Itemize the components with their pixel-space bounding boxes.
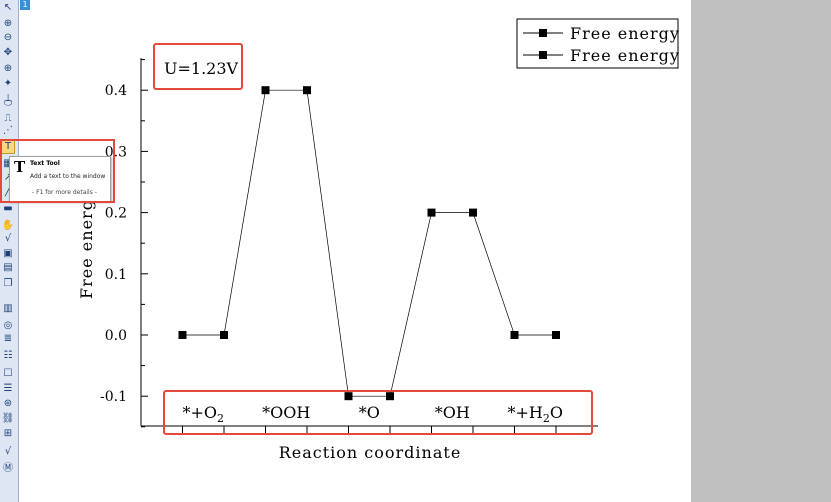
data-point-marker — [303, 86, 311, 95]
tooltip-description: Add a text to the window — [30, 173, 106, 180]
formula-icon[interactable]: √ — [4, 446, 12, 457]
data-point-marker — [344, 392, 353, 401]
data-point-marker — [510, 331, 519, 339]
legend-icon[interactable]: ☷ — [3, 350, 13, 361]
data-point-marker — [427, 208, 436, 217]
y-tick-label: 0.4 — [105, 83, 127, 99]
screen-reader-icon[interactable]: ✦ — [3, 78, 13, 89]
box-icon[interactable]: ☐ — [3, 368, 13, 379]
gray-workspace-area — [691, 0, 831, 502]
matrix-icon[interactable]: Ⓜ — [3, 463, 13, 474]
y-tick-label: 0.0 — [105, 328, 127, 344]
text-tool-tooltip: T Text Tool Add a text to the window - F… — [9, 156, 111, 202]
image-icon[interactable]: ▣ — [3, 248, 13, 259]
layer-icon[interactable]: ❐ — [3, 278, 13, 289]
data-reader-icon[interactable]: ⊕ — [3, 63, 13, 74]
movie-icon[interactable]: ▤ — [3, 262, 13, 273]
intermediate-label: *OOH — [262, 403, 310, 422]
color-scale-icon[interactable]: ▥ — [3, 303, 13, 314]
hand-icon[interactable]: ✋ — [1, 220, 15, 231]
potential-annotation-box[interactable] — [153, 43, 243, 90]
intermediate-label: *O — [359, 403, 380, 422]
series-marks — [178, 86, 560, 401]
potential-annotation-text: U=1.23V — [164, 59, 239, 78]
data-point-marker — [178, 331, 187, 339]
intermediate-label: *OH — [435, 403, 470, 422]
x-axis-title: Reaction coordinate — [279, 443, 462, 462]
page-number-badge[interactable]: 1 — [20, 0, 30, 10]
legend-marker — [539, 29, 547, 37]
legend-entry-label: Free energy — [570, 24, 680, 43]
gauge-icon[interactable]: ◎ — [3, 320, 13, 331]
link-icon[interactable]: ⛓ — [1, 413, 15, 424]
data-point-marker — [469, 208, 477, 217]
y-axis-title: Free energy — [77, 189, 96, 299]
legend-entry-label: Free energy — [570, 46, 680, 65]
data-point-marker — [386, 392, 394, 401]
intermediate-label: *+O2 — [182, 403, 224, 425]
intermediates-highlight-box — [163, 390, 593, 435]
pointer-icon[interactable]: ↖ — [3, 2, 13, 13]
data-selector-icon[interactable]: ⊥ — [3, 93, 13, 104]
grid-icon[interactable]: ⊞ — [3, 428, 13, 439]
intermediate-label: *+H2O — [508, 403, 563, 425]
record-icon[interactable]: ⊛ — [3, 398, 13, 409]
zoom-in-icon[interactable]: ⊕ — [3, 18, 13, 29]
rectangle-icon[interactable]: ▬ — [3, 203, 13, 214]
data-point-marker — [220, 331, 228, 339]
tooltip-hint: - F1 for more details - — [32, 189, 97, 196]
data-point-marker — [261, 86, 270, 95]
legend-box[interactable] — [516, 18, 679, 69]
select-region-icon[interactable]: ⋰ — [3, 125, 13, 136]
equation-icon[interactable]: √ — [4, 233, 12, 244]
table-icon[interactable]: ▦ — [3, 158, 13, 169]
axes-group — [140, 58, 598, 433]
zoom-out-icon[interactable]: ⊖ — [3, 32, 13, 43]
draw-data-icon[interactable]: ⎍ — [4, 113, 12, 124]
data-point-marker — [552, 331, 560, 339]
y-tick-label: 0.1 — [105, 267, 127, 283]
list-icon[interactable]: ☰ — [3, 383, 13, 394]
series-line — [182, 89, 556, 397]
line-icon[interactable]: ╱ — [4, 186, 12, 197]
tool-palette: ↖⊕⊖✥⊕✦⊥⬭⎍⋰T▦↗╱▬✋√▣▤❐▥◎≣☷☐☰⊛⛓⊞√Ⓜ — [0, 0, 19, 502]
y-tick-label: 0.2 — [105, 206, 127, 222]
mask-icon[interactable]: ⬭ — [3, 98, 13, 109]
text-tool-tooltip-icon: T — [14, 158, 26, 176]
tooltip-title: Text Tool — [30, 160, 60, 167]
arrow-icon[interactable]: ↗ — [3, 172, 13, 183]
stack-icon[interactable]: ≣ — [3, 333, 13, 344]
y-tick-label: -0.1 — [100, 389, 127, 405]
scale-icon[interactable]: ✥ — [3, 47, 13, 58]
legend-marker — [539, 51, 547, 59]
